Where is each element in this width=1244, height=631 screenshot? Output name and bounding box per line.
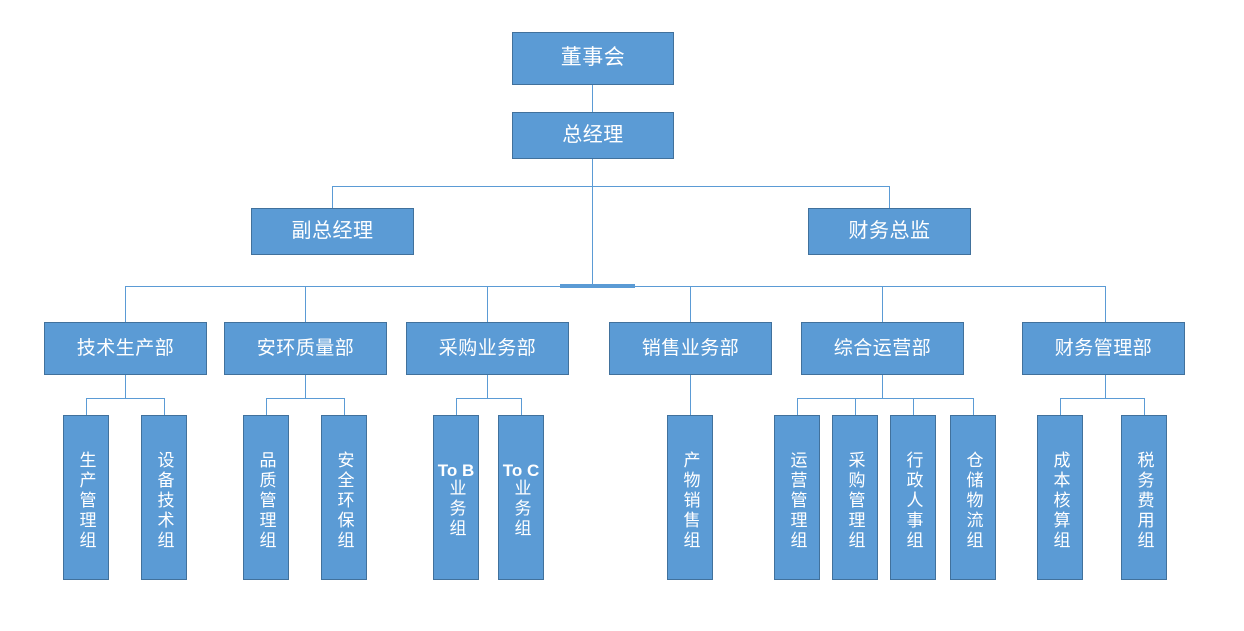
connector-drop-g9 — [855, 398, 856, 415]
node-group-operations-management-label: 运营管理组 — [787, 450, 807, 551]
node-department-sales-business[interactable]: 销售业务部 — [609, 322, 772, 375]
node-deputy-general-manager-label: 副总经理 — [291, 220, 374, 242]
connector-stem-dept-4 — [690, 375, 691, 415]
node-group-procurement-management[interactable]: 采购管理组 — [832, 415, 878, 580]
connector-exec-bar — [332, 186, 890, 187]
node-group-safety-environmental[interactable]: 安全环保组 — [321, 415, 367, 580]
node-group-to-c-business[interactable]: To C 业务组 — [498, 415, 544, 580]
connector-bar-dept-2 — [266, 398, 345, 399]
node-group-equipment-technology[interactable]: 设备技术组 — [141, 415, 187, 580]
connector-drop-g10 — [913, 398, 914, 415]
node-group-warehouse-logistics[interactable]: 仓储物流组 — [950, 415, 996, 580]
connector-drop-g12 — [1060, 398, 1061, 415]
connector-drop-g3 — [266, 398, 267, 415]
connector-drop-dept-2 — [305, 286, 306, 322]
connector-board-to-gm — [592, 85, 593, 112]
node-department-financial-management-label: 财务管理部 — [1054, 337, 1153, 359]
node-group-to-b-business-label: 业务组 — [446, 479, 466, 539]
connector-drop-g8 — [797, 398, 798, 415]
node-department-technical-production-label: 技术生产部 — [76, 337, 175, 359]
connector-drop-g1 — [86, 398, 87, 415]
node-department-general-operations-label: 综合运营部 — [833, 337, 932, 359]
node-group-cost-accounting-label: 成本核算组 — [1050, 450, 1070, 551]
node-group-tax-expense-label: 税务费用组 — [1134, 450, 1154, 551]
node-group-procurement-management-label: 采购管理组 — [845, 450, 865, 551]
node-general-manager[interactable]: 总经理 — [512, 112, 674, 159]
node-group-operations-management[interactable]: 运营管理组 — [774, 415, 820, 580]
connector-exec-right-drop — [889, 186, 890, 208]
connector-drop-dept-5 — [882, 286, 883, 322]
node-group-to-c-business-latin: To C — [502, 461, 540, 480]
node-department-technical-production[interactable]: 技术生产部 — [44, 322, 207, 375]
connector-bar-dept-5 — [797, 398, 974, 399]
node-deputy-general-manager[interactable]: 副总经理 — [251, 208, 414, 255]
node-group-quality-management[interactable]: 品质管理组 — [243, 415, 289, 580]
node-group-production-management-label: 生产管理组 — [76, 450, 96, 551]
node-cfo-label: 财务总监 — [848, 220, 931, 242]
node-group-to-b-business-latin: To B — [437, 461, 475, 480]
connector-drop-dept-3 — [487, 286, 488, 322]
connector-stem-dept-2 — [305, 375, 306, 398]
node-general-manager-label: 总经理 — [562, 124, 624, 146]
node-group-production-management[interactable]: 生产管理组 — [63, 415, 109, 580]
node-group-product-sales[interactable]: 产物销售组 — [667, 415, 713, 580]
connector-drop-g13 — [1144, 398, 1145, 415]
connector-stem-dept-5 — [882, 375, 883, 398]
connector-drop-dept-1 — [125, 286, 126, 322]
connector-bar-dept-3 — [456, 398, 522, 399]
connector-drop-g2 — [164, 398, 165, 415]
node-group-administration-hr-label: 行政人事组 — [903, 450, 923, 551]
node-group-safety-environmental-label: 安全环保组 — [334, 450, 354, 551]
connector-exec-left-drop — [332, 186, 333, 208]
connector-drop-g11 — [973, 398, 974, 415]
connector-bar-dept-1 — [86, 398, 165, 399]
node-group-cost-accounting[interactable]: 成本核算组 — [1037, 415, 1083, 580]
node-department-sales-business-label: 销售业务部 — [641, 337, 740, 359]
node-department-general-operations[interactable]: 综合运营部 — [801, 322, 964, 375]
connector-drop-g6 — [521, 398, 522, 415]
node-group-product-sales-label: 产物销售组 — [680, 450, 700, 551]
connector-drop-dept-6 — [1105, 286, 1106, 322]
connector-department-bar-left — [125, 286, 592, 287]
node-group-equipment-technology-label: 设备技术组 — [154, 450, 174, 551]
node-group-warehouse-logistics-label: 仓储物流组 — [963, 450, 983, 551]
node-group-to-b-business[interactable]: To B 业务组 — [433, 415, 479, 580]
node-group-quality-management-label: 品质管理组 — [256, 450, 276, 551]
node-department-procurement-business[interactable]: 采购业务部 — [406, 322, 569, 375]
connector-stem-dept-1 — [125, 375, 126, 398]
connector-stem-dept-3 — [487, 375, 488, 398]
node-board[interactable]: 董事会 — [512, 32, 674, 85]
connector-drop-g5 — [456, 398, 457, 415]
connector-stem-dept-6 — [1105, 375, 1106, 398]
node-group-to-c-business-label: 业务组 — [511, 479, 531, 539]
connector-drop-g4 — [344, 398, 345, 415]
connector-gm-stem — [592, 159, 593, 286]
node-group-administration-hr[interactable]: 行政人事组 — [890, 415, 936, 580]
connector-drop-dept-4 — [690, 286, 691, 322]
node-department-safety-environment-quality-label: 安环质量部 — [256, 337, 355, 359]
node-board-label: 董事会 — [560, 46, 626, 70]
node-department-safety-environment-quality[interactable]: 安环质量部 — [224, 322, 387, 375]
connector-bar-dept-6 — [1060, 398, 1145, 399]
node-group-tax-expense[interactable]: 税务费用组 — [1121, 415, 1167, 580]
node-cfo[interactable]: 财务总监 — [808, 208, 971, 255]
connector-department-bar-right — [592, 286, 1106, 287]
node-department-financial-management[interactable]: 财务管理部 — [1022, 322, 1185, 375]
node-department-procurement-business-label: 采购业务部 — [438, 337, 537, 359]
